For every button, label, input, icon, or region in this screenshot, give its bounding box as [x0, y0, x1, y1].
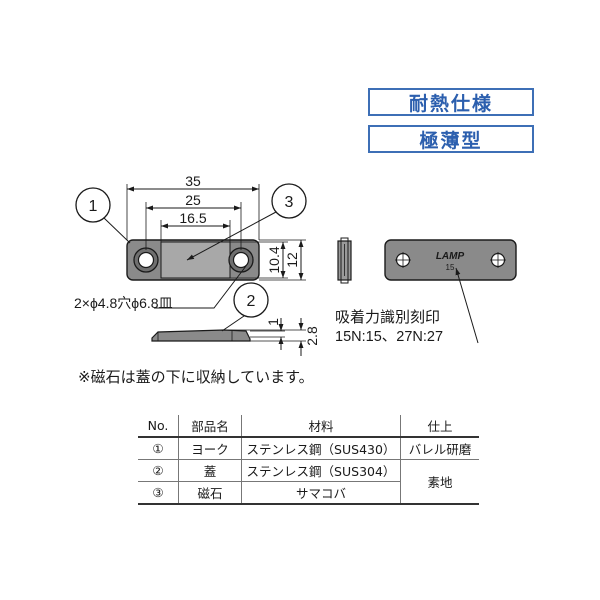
row-finish: バレル研磨 [400, 437, 479, 460]
dim-2-8: 2.8 [304, 326, 320, 346]
parts-table: No. 部品名 材料 仕上 ① ヨーク ステンレス鋼（SUS430） バレル研磨… [138, 415, 479, 505]
dim-12: 12 [284, 252, 300, 268]
row-material: ステンレス鋼（SUS430） [241, 437, 401, 460]
catch-front-view [126, 239, 260, 281]
row-part: ヨーク [178, 437, 242, 460]
dim-16-5: 16.5 [179, 210, 206, 226]
col-header-no: No. [138, 415, 179, 438]
stamp-label-line2: 15N:15、27N:27 [335, 329, 443, 345]
dim-1: 1 [265, 318, 281, 326]
callout-3-circle [271, 183, 307, 219]
callout-1-circle [75, 187, 111, 223]
callout-1-label: 1 [89, 198, 98, 215]
ultra-thin-badge: 極薄型 [368, 125, 534, 153]
stamp-number: 15 [446, 263, 455, 272]
row-material: サマコバ [241, 481, 401, 505]
row-part: 磁石 [178, 481, 242, 505]
stamp-label-line1: 吸着力識別刻印 [335, 309, 440, 326]
col-header-part: 部品名 [178, 415, 242, 438]
dim-10-4: 10.4 [266, 246, 282, 273]
table-row: ③ 磁石 サマコバ [138, 481, 479, 505]
callout-2-label: 2 [247, 293, 256, 310]
row-no: ① [138, 437, 179, 460]
col-header-finish: 仕上 [400, 415, 479, 438]
magnet-storage-note: ※磁石は蓋の下に収納しています。 [78, 368, 314, 386]
dim-35: 35 [185, 173, 201, 189]
table-row: ② 蓋 ステンレス鋼（SUS304） 素地 [138, 459, 479, 505]
row-no: ② [138, 459, 179, 482]
col-header-material: 材料 [241, 415, 401, 438]
hole-leader [154, 265, 247, 309]
stamp-logo: LAMP [436, 251, 465, 262]
callout-2-circle [233, 282, 269, 318]
catch-edge-view [337, 237, 352, 284]
hole-spec-label: 2×ϕ4.8穴ϕ6.8皿 [74, 295, 173, 311]
catch-side-view [151, 329, 251, 342]
table-row: ① ヨーク ステンレス鋼（SUS430） バレル研磨 [138, 437, 479, 460]
catch-back-view [384, 239, 517, 281]
row-material: ステンレス鋼（SUS304） [241, 459, 401, 482]
heat-resistant-badge: 耐熱仕様 [368, 88, 534, 116]
row-finish: 素地 [400, 459, 479, 505]
dim-25: 25 [185, 192, 201, 208]
row-no: ③ [138, 481, 179, 505]
row-part: 蓋 [178, 459, 242, 482]
callout-3-label: 3 [285, 194, 294, 211]
